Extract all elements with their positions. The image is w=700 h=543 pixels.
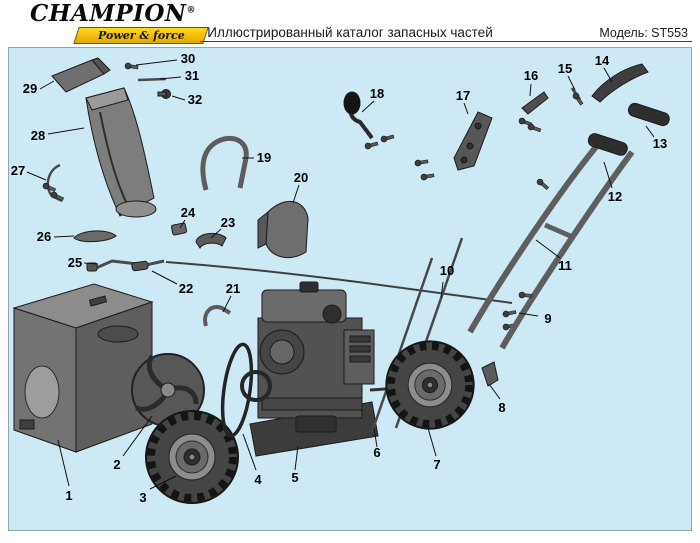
callout-label-12: 12: [608, 189, 622, 204]
callout-label-5: 5: [291, 470, 298, 485]
callout-label-6: 6: [373, 445, 380, 460]
part-rod-6: [370, 257, 434, 433]
callout-label-25: 25: [68, 255, 82, 270]
callout-label-27: 27: [11, 163, 25, 178]
part-shift-lever: [343, 91, 395, 151]
part-gear-segment: [195, 232, 227, 250]
callout-label-4: 4: [254, 472, 262, 487]
champion-logo: CHAMPION® Power & force: [30, 0, 220, 45]
part-chute: [85, 87, 157, 218]
callout-label-30: 30: [181, 51, 195, 66]
callout-label-15: 15: [558, 61, 572, 76]
part-crank-rod: [86, 259, 513, 304]
callout-label-22: 22: [179, 281, 193, 296]
model-label: Модель: ST553: [599, 26, 688, 40]
header-divider: [200, 41, 692, 42]
part-grip-13: [627, 102, 670, 127]
callout-label-20: 20: [294, 170, 308, 185]
callout-label-8: 8: [498, 400, 505, 415]
callout-label-2: 2: [113, 457, 120, 472]
callout-label-3: 3: [139, 490, 146, 505]
page-title: Иллюстрированный каталог запасных частей: [207, 25, 493, 40]
callout-label-26: 26: [37, 229, 51, 244]
callout-label-31: 31: [185, 68, 199, 83]
part-lever-14: [591, 63, 649, 103]
registered-mark: ®: [186, 5, 196, 16]
callout-label-23: 23: [221, 215, 235, 230]
part-bracket-plate: [414, 111, 493, 181]
callout-label-19: 19: [257, 150, 271, 165]
part-hook-rod: [41, 163, 65, 203]
callout-label-32: 32: [188, 92, 202, 107]
callout-label-29: 29: [23, 81, 37, 96]
callout-label-9: 9: [544, 311, 551, 326]
callout-label-11: 11: [558, 258, 572, 273]
leader-lines: [26, 59, 655, 490]
callout-label-21: 21: [226, 281, 240, 296]
part-small-bracket: [170, 222, 188, 236]
part-wheel-right: [386, 341, 473, 428]
logo-wordmark: CHAMPION: [30, 0, 187, 27]
part-bracket-8: [481, 361, 499, 387]
logo-text: CHAMPION®: [30, 0, 220, 27]
part-grip-12: [587, 133, 628, 156]
callout-label-28: 28: [31, 128, 45, 143]
callout-label-18: 18: [370, 86, 384, 101]
part-bolt-15: [570, 87, 585, 107]
part-deflector: [51, 57, 111, 93]
part-ring-bracket: [73, 230, 117, 243]
part-frame-loop: [200, 135, 249, 191]
part-belt: [220, 342, 254, 438]
callout-label-17: 17: [456, 88, 470, 103]
callout-label-7: 7: [433, 457, 440, 472]
part-auger-housing: [12, 283, 154, 453]
part-handlebar: [467, 140, 635, 350]
part-u-bracket: [203, 305, 232, 327]
part-roller: [131, 260, 149, 272]
machine-illustration: [12, 57, 670, 503]
callout-labels: 1 2 3 4 5 6 7 8 9 10 11 12 13 14 15 16 1…: [11, 51, 667, 505]
callout-label-13: 13: [653, 136, 667, 151]
callout-label-24: 24: [181, 205, 196, 220]
part-belt-cover: [257, 201, 309, 259]
callout-label-1: 1: [65, 488, 72, 503]
callout-label-16: 16: [524, 68, 538, 83]
part-engine: [240, 281, 431, 457]
part-chute-hardware: [124, 62, 171, 99]
part-impeller: [131, 353, 205, 427]
part-lever-16: [517, 91, 549, 134]
callout-label-14: 14: [595, 53, 610, 68]
callout-label-10: 10: [440, 263, 454, 278]
